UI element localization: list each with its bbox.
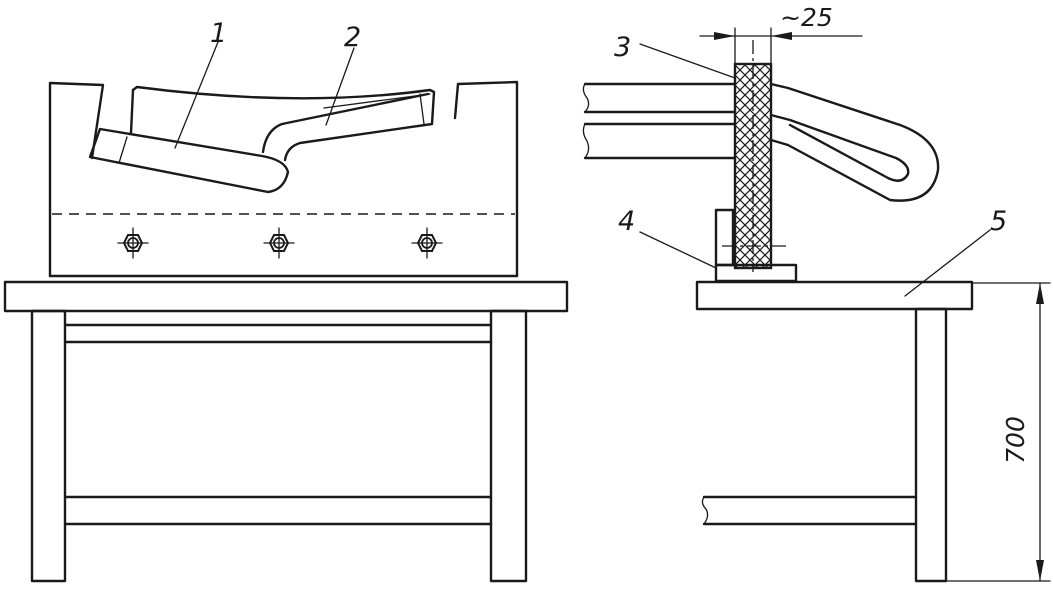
nut-1 [117, 227, 149, 259]
callout-5: 5 [990, 206, 1007, 237]
nut-2 [263, 227, 295, 259]
callout-4: 4 [618, 206, 635, 237]
leader-5 [904, 229, 991, 297]
front-table-top [3, 280, 569, 313]
part-2-grip [261, 92, 430, 154]
part-2-grip-inner [323, 93, 431, 109]
part-2-left-edge [129, 88, 135, 135]
dimension-height: 700 [945, 282, 1051, 582]
part-1-plate [88, 127, 290, 194]
leader-4 [639, 231, 717, 269]
leader-3 [639, 43, 736, 79]
callout-3: 3 [614, 32, 631, 63]
callout-2: 2 [344, 22, 361, 53]
front-stand-frame [48, 80, 519, 278]
callout-1: 1 [210, 18, 227, 49]
part-1-end-line [118, 136, 128, 164]
side-table-leg [914, 307, 948, 583]
side-table-top [695, 280, 974, 311]
dimension-thickness: ~25 [699, 3, 863, 65]
front-upper-crossbar [63, 323, 493, 344]
dimension-height-label: 700 [1001, 416, 1030, 464]
side-lower-crossbar [701, 495, 918, 526]
front-table-legs [30, 309, 528, 583]
leader-2 [325, 47, 355, 126]
nut-3 [411, 227, 443, 259]
part-2-handle [131, 85, 436, 162]
leader-1 [174, 41, 219, 149]
front-view: 1 2 [3, 18, 569, 583]
part-2-end-line [419, 93, 425, 125]
side-handles [582, 82, 940, 202]
side-view: ~25 700 3 4 5 [582, 3, 1051, 583]
front-lower-crossbar [63, 495, 493, 526]
dimension-thickness-label: ~25 [780, 3, 833, 32]
